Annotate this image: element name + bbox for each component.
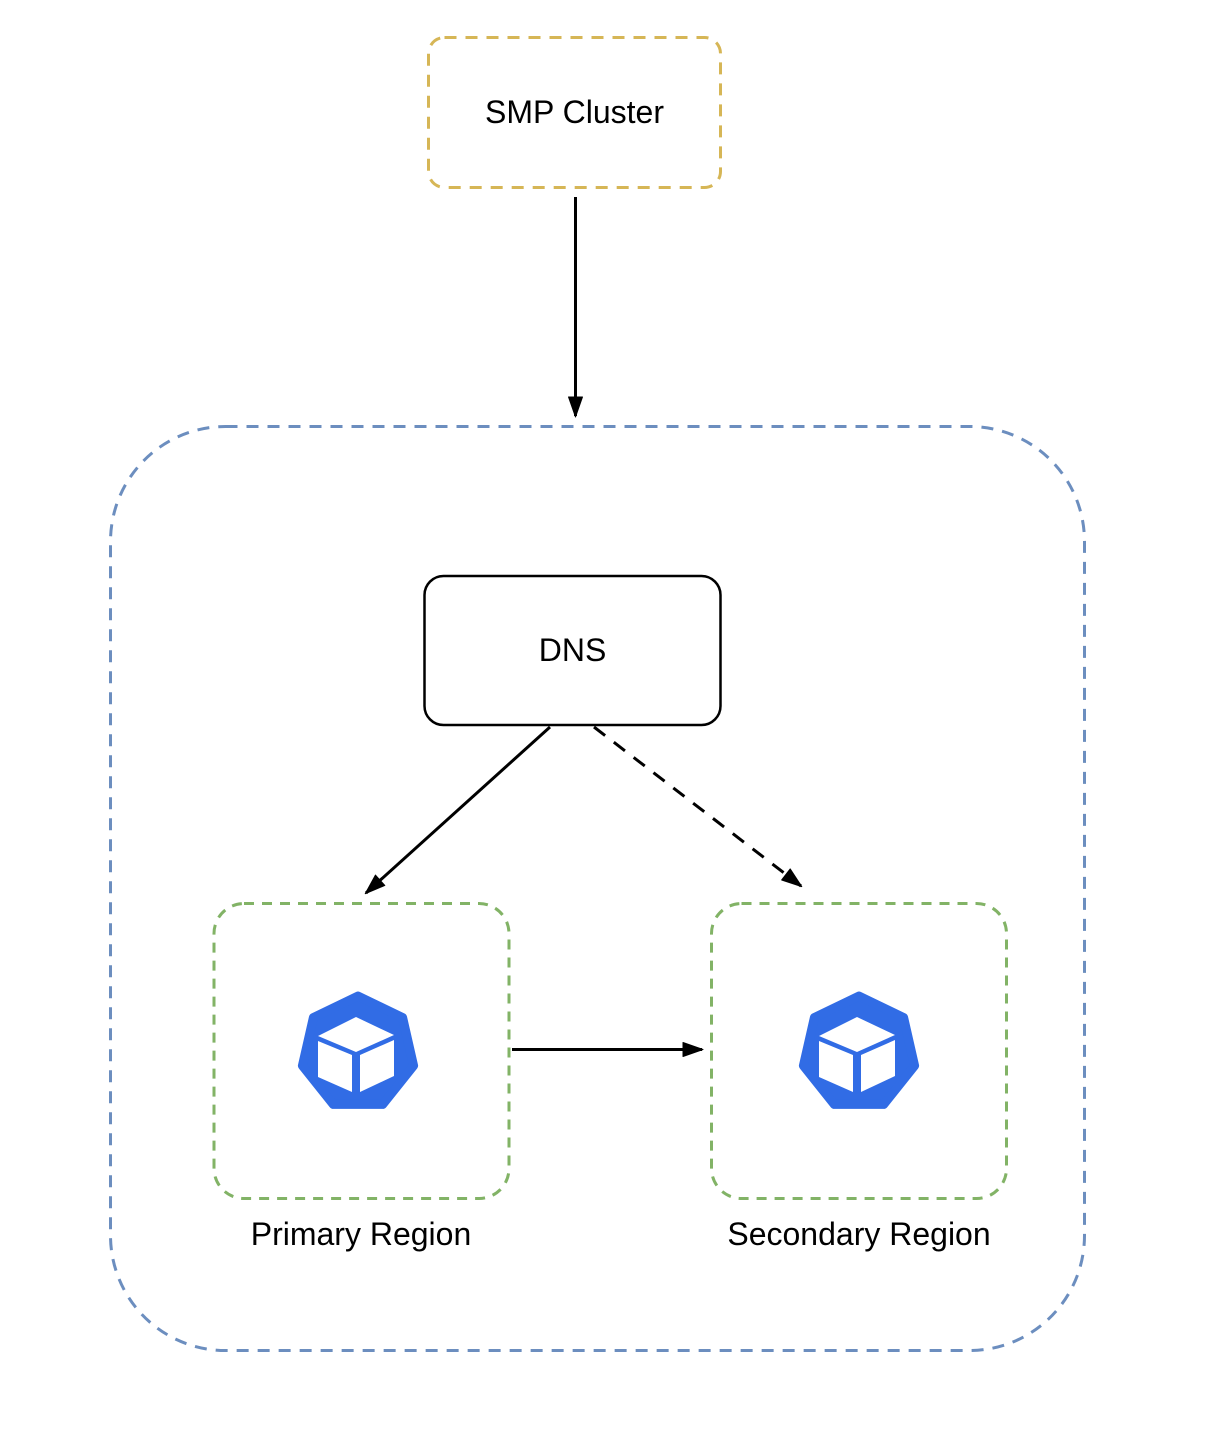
dns-label: DNS xyxy=(538,631,607,668)
kubernetes-node-icon xyxy=(798,991,920,1109)
cube-left-face xyxy=(819,1041,853,1092)
arrow-dns-to-secondary xyxy=(593,725,803,888)
arrow-dns-to-primary xyxy=(364,725,552,895)
cube-left-face xyxy=(318,1041,352,1092)
smp-cluster-label: SMP Cluster xyxy=(484,93,664,130)
primary-region-label: Primary Region xyxy=(250,1215,472,1252)
dns-box xyxy=(423,574,722,727)
cube-right-face xyxy=(360,1040,394,1092)
secondary-region-label: Secondary Region xyxy=(727,1215,991,1252)
smp-cluster-box xyxy=(427,36,722,189)
cube-right-face xyxy=(861,1040,895,1092)
cube-top-face xyxy=(819,1017,895,1052)
cube-top-face xyxy=(318,1017,394,1052)
kubernetes-node-icon xyxy=(297,991,419,1109)
